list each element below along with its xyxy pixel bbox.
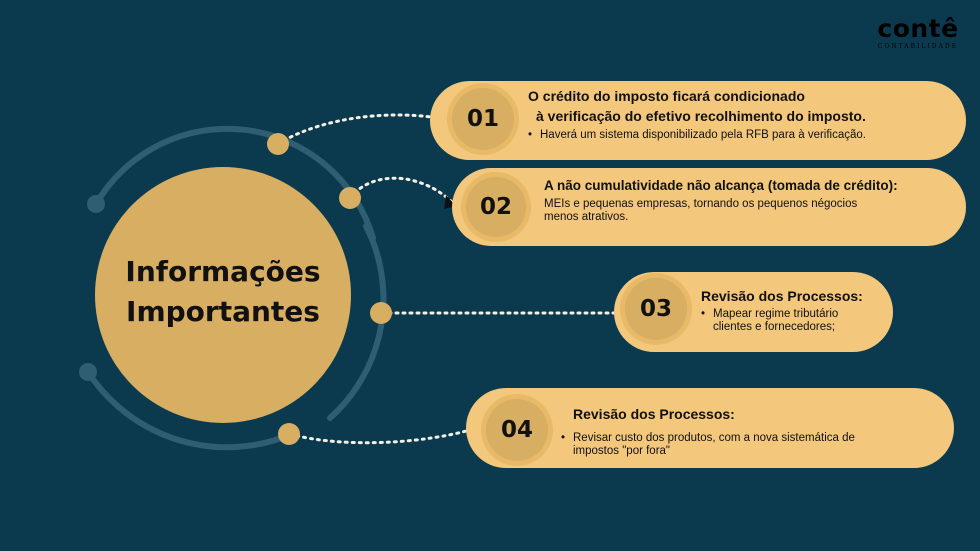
brand-name: contê [877,14,959,43]
card-01-heading-line2: à verificação do efetivo recolhimento do… [536,108,866,124]
node-02 [339,187,361,209]
badge-01 [452,88,514,150]
center-circle [95,167,351,423]
node-01 [267,133,289,155]
card-01 [430,81,966,160]
node-04 [278,423,300,445]
bullet-dot-icon: • [701,308,706,320]
connector-04 [288,428,472,445]
orbit-ring-outer-right [327,223,387,421]
card-04-content: Revisão dos Processos: • Revisar custo do… [561,404,947,458]
badge-number-02: 02 [479,194,512,220]
badge-number-01: 01 [466,106,499,132]
node-03 [370,302,392,324]
card-01-bullet-text: Haverá um sistema disponibilizado pela R… [540,129,866,141]
card-03-bullet-line2: clientes e fornecedores; [713,321,836,333]
card-02-text-line2: menos atrativos. [544,211,629,223]
card-04-bullet-text-1: Revisar custo dos produtos, com a nova s… [573,432,855,444]
connector-01 [276,113,452,146]
card-02 [452,168,966,246]
brand-logo: contê CONTABILIDADE [872,14,964,50]
center-title-line2: Importantes [126,295,320,328]
bullet-dot-icon: • [528,129,533,141]
card-02-heading: A não cumulatividade não alcança (tomada… [544,178,898,193]
card-01-heading-line1: O crédito do imposto ficará condicionado [528,88,805,104]
bullet-dot-icon: • [561,432,566,444]
badge-03 [625,278,687,340]
card-04-bullet-line2: impostos "por fora" [573,445,671,457]
orbit-dot-left-bottom [79,363,97,381]
card-03-content: Revisão dos Processos: • Mapear regime tr… [701,286,887,334]
badge-04 [486,399,548,461]
card-03-bullet-text-1: Mapear regime tributário [713,308,839,320]
card-01-content: O crédito do imposto ficará condicionado… [528,86,958,142]
card-04-heading: Revisão dos Processos: [573,406,735,422]
center-title: Informações Importantes [100,252,346,332]
orbit-dot-left-top [87,195,105,213]
card-01-bullet: • Haverá um sistema disponibilizado pela … [528,129,958,142]
connector-02 [348,176,454,204]
brand-tagline: CONTABILIDADE [877,43,959,50]
card-02-content: A não cumulatividade não alcança (tomada… [544,176,956,224]
badge-number-04: 04 [500,417,533,443]
card-03-heading: Revisão dos Processos: [701,288,863,304]
center-title-line1: Informações [125,255,321,288]
card-04-bullet-line1: • Revisar custo dos produtos, com a nova … [561,432,947,445]
badge-number-03: 03 [639,296,672,322]
card-03-bullet-line1: • Mapear regime tributário [701,308,887,321]
card-02-text-line1: MEIs e pequenas empresas, tornando os pe… [544,198,858,210]
orbit-ring-bottom [85,369,295,451]
card-04 [466,388,954,468]
badge-02 [466,177,526,237]
